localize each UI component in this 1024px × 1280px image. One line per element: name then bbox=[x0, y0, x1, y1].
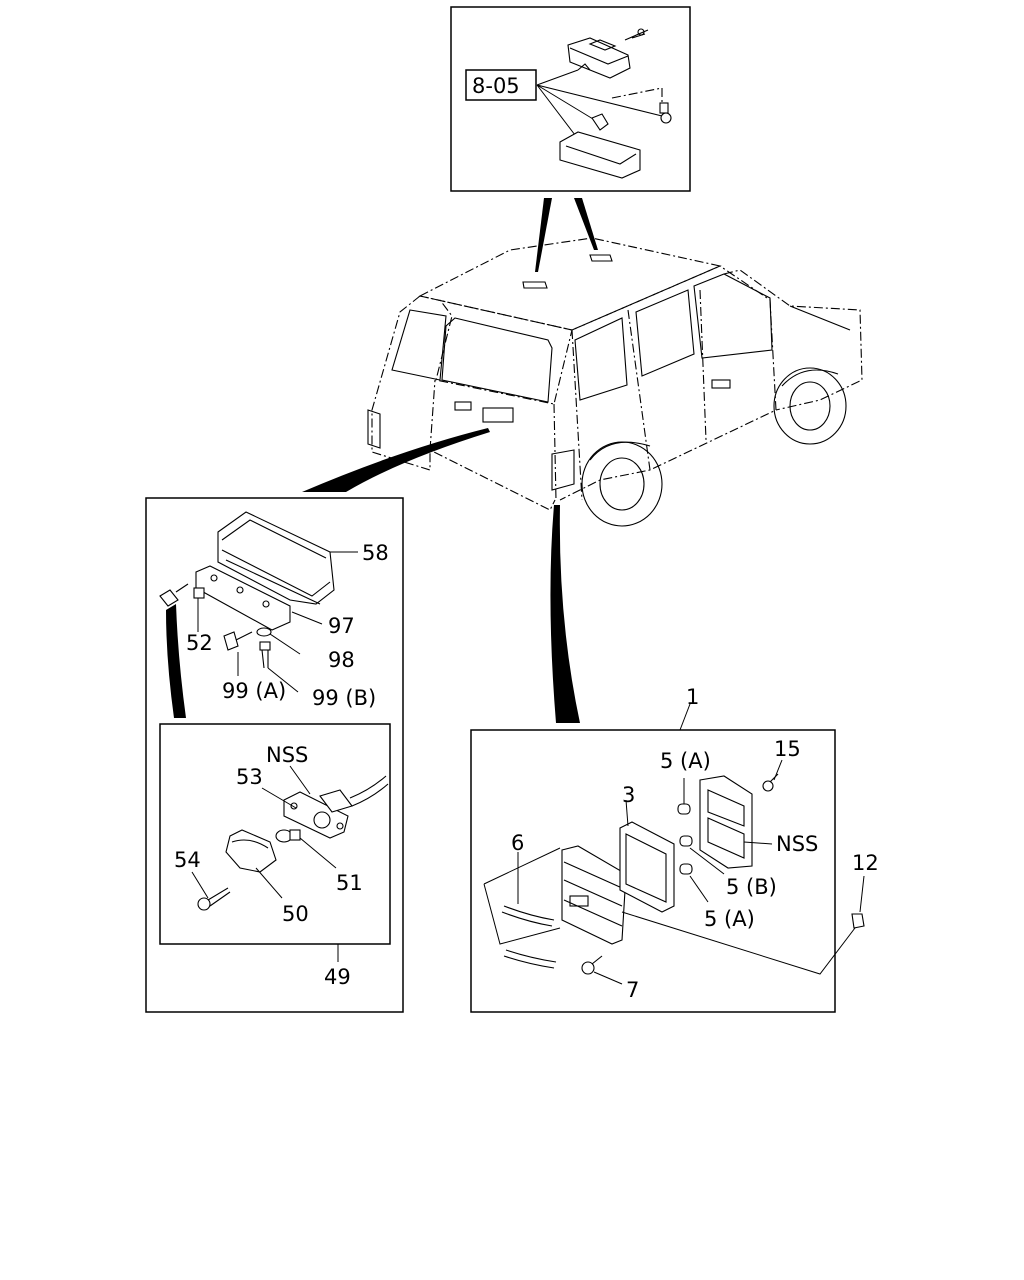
callout-99b: 99 (B) bbox=[312, 686, 376, 710]
screw-15 bbox=[762, 773, 779, 792]
dome-lamp-screw bbox=[611, 87, 672, 124]
nut-52 bbox=[193, 587, 205, 599]
tail-lamp-pointer bbox=[550, 505, 580, 723]
callout-5a-bottom: 5 (A) bbox=[704, 907, 755, 931]
license-lamp-58 bbox=[217, 511, 335, 605]
callout-12: 12 bbox=[852, 851, 879, 875]
gasket-3 bbox=[619, 821, 675, 913]
callout-nss-tail: NSS bbox=[776, 832, 818, 856]
dome-lamp-pointer-2 bbox=[574, 198, 598, 250]
license-lamp-pointer bbox=[302, 428, 490, 492]
lens-50 bbox=[225, 829, 277, 873]
license-lamp-panel: 58 97 52 98 99 (A) 99 (B) bbox=[145, 497, 404, 1013]
bolt-99b bbox=[259, 641, 271, 669]
callout-7: 7 bbox=[626, 978, 639, 1002]
dome-lamp-pointer bbox=[535, 198, 552, 272]
callout-3: 3 bbox=[622, 783, 635, 807]
callout-nss-license: NSS bbox=[266, 743, 308, 767]
screw-54 bbox=[197, 887, 231, 911]
vehicle-illustration bbox=[367, 237, 863, 527]
callout-51: 51 bbox=[336, 871, 363, 895]
callout-58: 58 bbox=[362, 541, 389, 565]
callout-99a: 99 (A) bbox=[222, 679, 286, 703]
bolt-99a bbox=[223, 631, 253, 651]
callout-53: 53 bbox=[236, 765, 263, 789]
washer-98 bbox=[256, 627, 272, 637]
callout-50: 50 bbox=[282, 902, 309, 926]
socket-53 bbox=[283, 775, 389, 839]
bulb-51 bbox=[275, 829, 301, 843]
tail-lamp-panel: 1 bbox=[470, 685, 859, 1013]
callout-52: 52 bbox=[186, 631, 213, 655]
callout-49: 49 bbox=[324, 965, 351, 989]
trim-6 bbox=[483, 847, 561, 969]
callout-5b: 5 (B) bbox=[726, 875, 777, 899]
callout-54: 54 bbox=[174, 848, 201, 872]
socket-plate-nss bbox=[699, 775, 753, 869]
license-lamp-inner-pointer bbox=[166, 604, 186, 718]
bulbs-5 bbox=[677, 803, 693, 875]
callout-1: 1 bbox=[686, 685, 699, 709]
callout-6: 6 bbox=[511, 831, 524, 855]
dome-lamp-lens bbox=[559, 131, 641, 179]
tail-lamp-housing bbox=[561, 845, 627, 945]
dome-lamp-housing bbox=[567, 28, 649, 79]
wiring-clip bbox=[159, 583, 189, 607]
dome-lamp-bulb bbox=[591, 113, 609, 131]
screw-7 bbox=[581, 955, 603, 975]
license-lamp-assembly-49: NSS 53 51 54 50 bbox=[159, 723, 391, 945]
callout-5a-top: 5 (A) bbox=[660, 749, 711, 773]
callout-15: 15 bbox=[774, 737, 801, 761]
clip-12: 12 bbox=[851, 851, 879, 929]
callout-97: 97 bbox=[328, 614, 355, 638]
reference-label: 8-05 bbox=[472, 74, 520, 98]
callout-98: 98 bbox=[328, 648, 355, 672]
reference-box bbox=[465, 69, 537, 101]
dome-lamp-panel: 8-05 bbox=[450, 6, 691, 192]
